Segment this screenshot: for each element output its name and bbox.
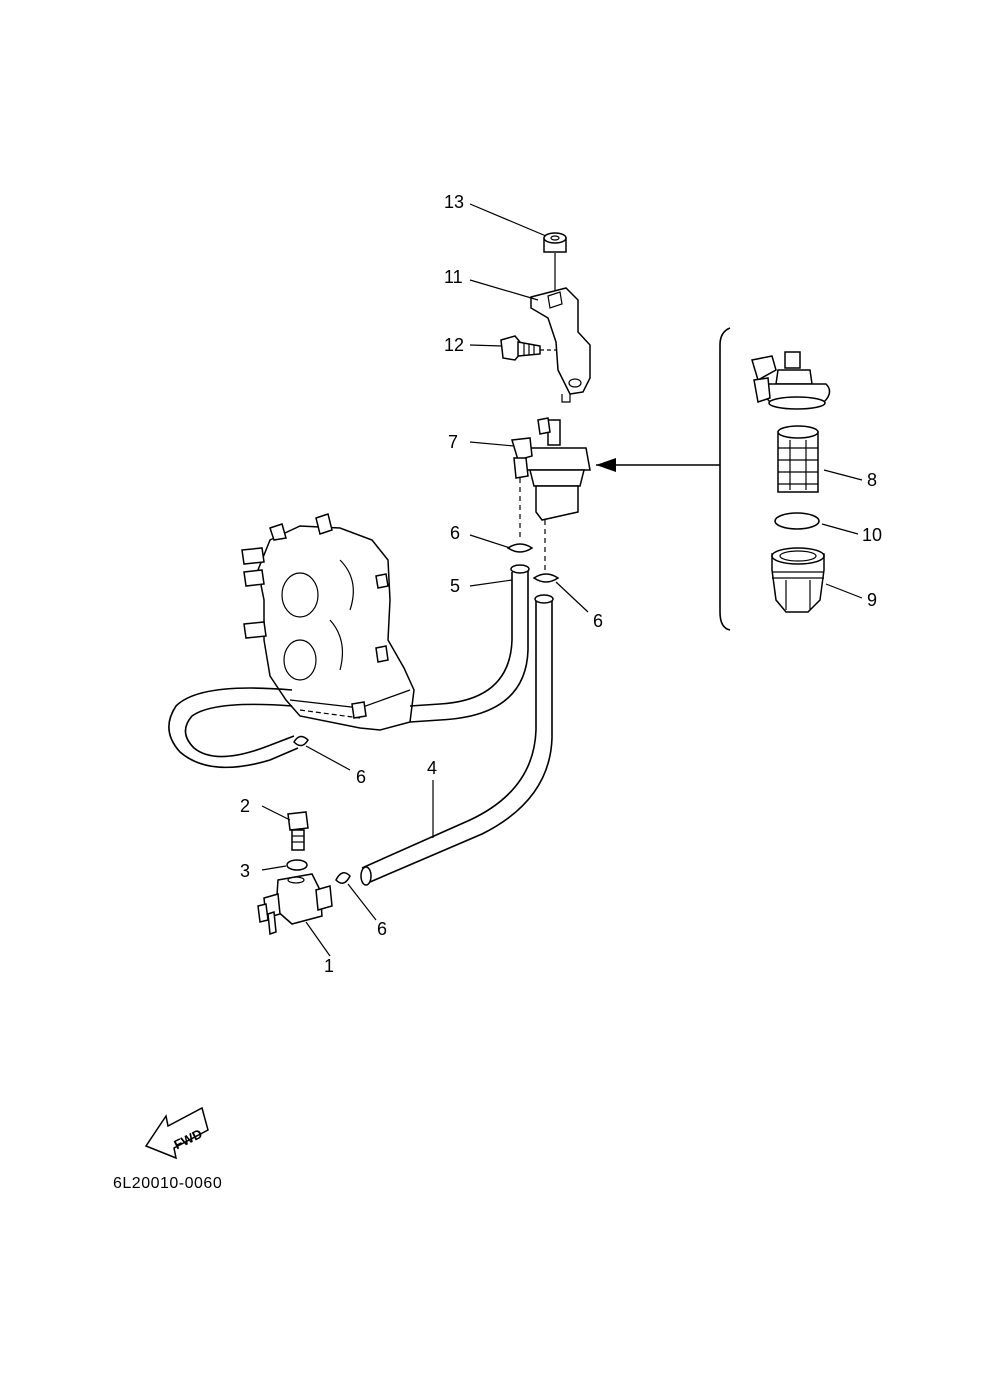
part-12-bolt [500,335,556,361]
leader-lines [261,203,863,957]
callout-1: 1 [324,956,334,976]
detail-view [596,327,831,631]
part-4-hose [360,594,554,886]
callout-4: 4 [427,758,437,778]
callout-8: 8 [867,470,877,490]
diagram-code: 6L20010-0060 [113,1175,222,1192]
part-1-fuel-joint [257,873,333,936]
callout-2: 2 [240,796,250,816]
callout-10: 10 [862,525,882,545]
callout-6-right: 6 [593,611,603,631]
callout-13: 13 [444,192,464,212]
callouts: 13 11 12 7 6 5 6 6 4 2 3 6 1 8 10 9 [240,192,882,976]
part-9-filter-cup [771,547,825,613]
part-5-hose [168,564,530,769]
callout-6-top: 6 [450,523,460,543]
callout-6-left: 6 [356,767,366,787]
part-7-fuel-filter [511,417,591,574]
arrow-head-icon [596,458,616,472]
part-3-washer [286,859,308,871]
callout-9: 9 [867,590,877,610]
callout-7: 7 [448,432,458,452]
part-13-nut [543,232,567,298]
fwd-arrow-icon: FWD [144,1106,209,1160]
part-11-bracket [530,287,591,403]
part-10-o-ring [774,512,820,530]
part-8-filter-element [777,425,819,493]
hose-clips [293,543,560,884]
callout-11: 11 [444,267,463,287]
callout-5: 5 [450,576,460,596]
carburetor-body [241,513,415,731]
callout-3: 3 [240,861,250,881]
callout-12: 12 [444,335,464,355]
part-2-screw [287,811,309,851]
callout-6-bottom: 6 [377,919,387,939]
